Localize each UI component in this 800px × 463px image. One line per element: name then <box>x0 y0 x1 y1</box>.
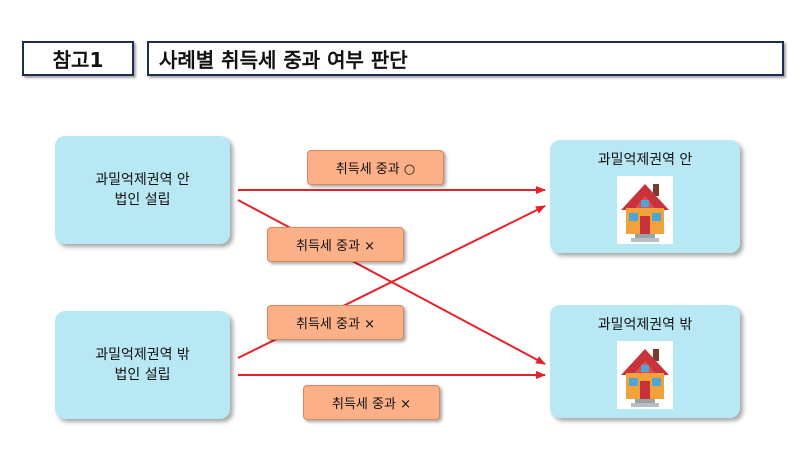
node-line-2: 법인 설립 <box>114 367 171 383</box>
node-outside-zone-corporation: 과밀억제권역 밖 법인 설립 <box>55 311 230 419</box>
house-icon <box>617 176 673 244</box>
tax-tag-in-to-out: 취득세 중과 × <box>267 227 404 262</box>
tag-text: 취득세 중과 × <box>332 397 411 412</box>
node-line-1: 과밀억제권역 안 <box>95 172 190 188</box>
node-line-1: 과밀억제권역 밖 <box>95 347 190 363</box>
tax-tag-out-to-in: 취득세 중과 × <box>267 305 404 340</box>
tax-tag-out-to-out: 취득세 중과 × <box>303 385 440 420</box>
title-box: 사례별 취득세 중과 여부 판단 <box>147 41 784 76</box>
node-label: 과밀억제권역 밖 <box>597 317 693 333</box>
node-outside-zone-house: 과밀억제권역 밖 <box>550 305 740 418</box>
tag-text: 취득세 중과 × <box>296 317 375 332</box>
tag-text: 취득세 중과 ○ <box>335 162 416 177</box>
reference-label-box: 참고1 <box>22 41 134 76</box>
tag-text: 취득세 중과 × <box>296 239 375 254</box>
node-line-2: 법인 설립 <box>114 192 171 208</box>
node-label: 과밀억제권역 안 <box>597 152 693 168</box>
node-inside-zone-house: 과밀억제권역 안 <box>550 140 740 253</box>
page-title: 사례별 취득세 중과 여부 판단 <box>159 48 408 72</box>
tax-tag-in-to-in: 취득세 중과 ○ <box>307 150 444 185</box>
reference-label: 참고1 <box>52 48 104 72</box>
node-inside-zone-corporation: 과밀억제권역 안 법인 설립 <box>55 136 230 244</box>
house-icon <box>617 341 673 409</box>
